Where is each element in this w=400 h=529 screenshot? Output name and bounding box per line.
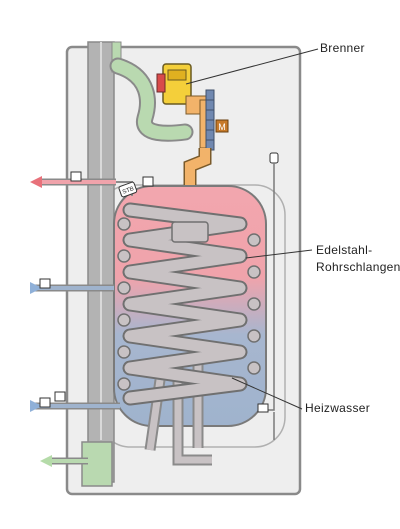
temperature-sensor <box>257 152 279 440</box>
sensor-icon <box>142 176 154 187</box>
motor-badge <box>215 119 229 133</box>
combustion-chamber <box>171 221 209 243</box>
motor-badge-label: M <box>218 122 226 132</box>
coil-cross-sections <box>117 217 261 391</box>
valve-icon <box>39 397 51 408</box>
stb-badge-label: STB <box>122 186 135 196</box>
heating-water-label-text: Heizwasser <box>305 401 371 415</box>
coil-label-line1: Edelstahl- <box>316 243 373 257</box>
heating-water-leader-line <box>231 377 303 410</box>
drain-outlet <box>40 455 88 467</box>
stb-sensor: STB <box>118 176 154 198</box>
valve-icon <box>70 171 82 182</box>
coil-leader-line <box>245 249 313 259</box>
burner-leader-line <box>185 48 319 85</box>
burner-assembly: M <box>156 63 229 151</box>
coil-label-line2: Rohrschlangen <box>316 260 400 274</box>
heating-water-inlet <box>30 391 120 412</box>
valve-icon <box>54 391 66 402</box>
coil-label: Edelstahl- Rohrschlangen <box>316 242 400 276</box>
burner-label: Brenner <box>320 40 365 57</box>
cold-water-inlet <box>30 278 114 294</box>
valve-icon <box>39 278 51 289</box>
stainless-coil <box>122 202 248 406</box>
heating-water-label: Heizwasser <box>305 400 370 417</box>
burner-label-text: Brenner <box>320 41 365 55</box>
